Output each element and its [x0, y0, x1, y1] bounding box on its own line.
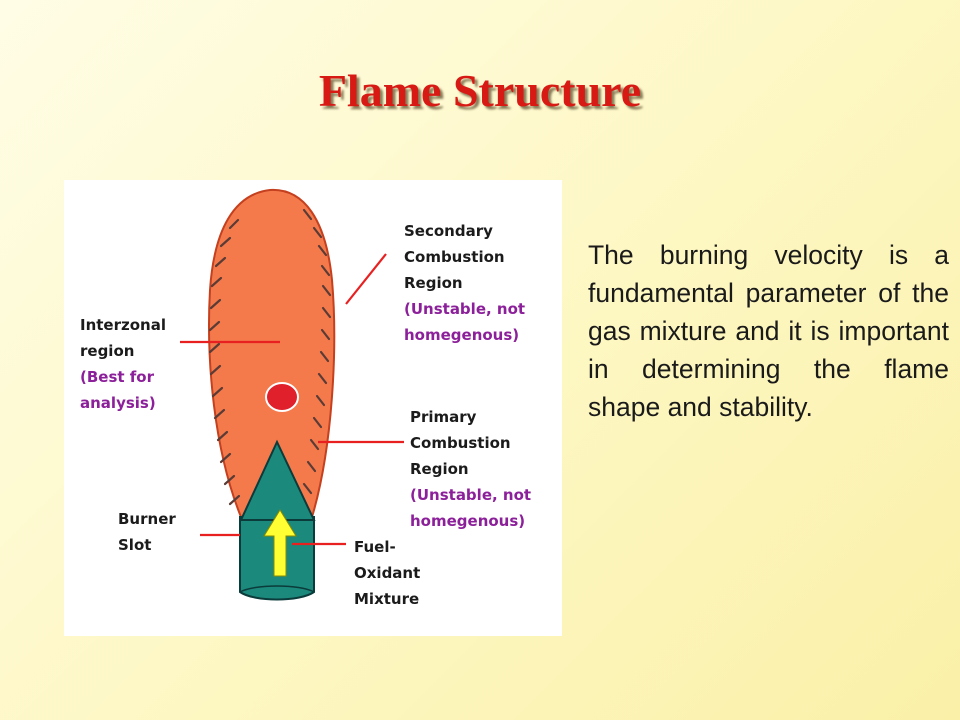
hot-spot — [265, 382, 299, 412]
leader-lines — [180, 253, 404, 546]
outer-flame — [208, 188, 336, 518]
label-interzonal-region: Interzonal region (Best for analysis) — [80, 316, 166, 412]
page-title: Flame Structure — [318, 65, 642, 116]
label-burner-slot: Burner Slot — [118, 510, 176, 554]
leader-line-secondary — [345, 253, 387, 305]
description-paragraph: The burning velocity is a fundamental pa… — [588, 240, 949, 422]
flow-arrow-icon — [263, 509, 297, 577]
label-fuel-oxidant-mixture: Fuel- Oxidant Mixture — [354, 538, 421, 608]
flame-diagram: Secondary Combustion Region (Unstable, n… — [64, 180, 562, 636]
secondary-zone-hatching-right — [302, 208, 332, 495]
label-secondary-combustion: Secondary Combustion Region (Unstable, n… — [404, 222, 526, 344]
flame-illustration — [180, 188, 404, 601]
secondary-zone-hatching-left — [208, 218, 241, 506]
label-primary-combustion: Primary Combustion Region (Unstable, not… — [410, 408, 532, 530]
